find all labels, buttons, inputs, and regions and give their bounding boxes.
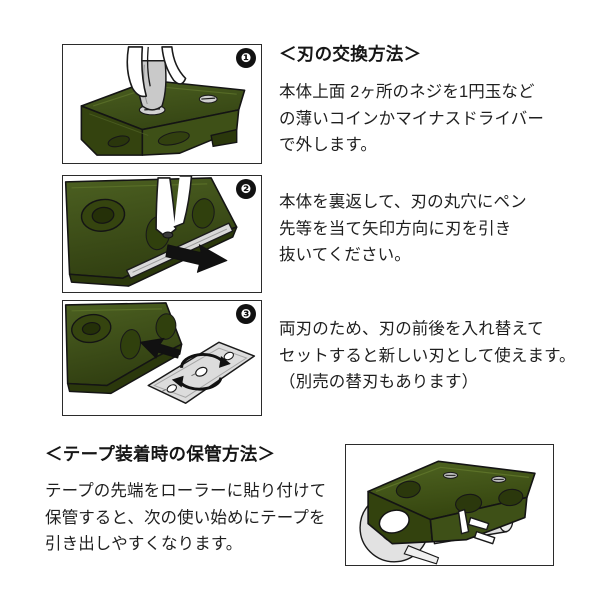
step-1-body-text: 本体上面 2ヶ所のネジを1円玉など の薄いコインかマイナスドライバー で外します… <box>279 83 544 155</box>
step-2-body-text: 本体を裏返して、刃の丸穴にペン 先等を当て矢印方向に刃を引き 抜いてください。 <box>279 193 527 265</box>
storage-body-text: テープの先端をローラーに貼り付けて 保管すると、次の使い始めにテープを 引き出し… <box>45 482 327 554</box>
storage-method-heading: ＜テープ装着時の保管方法＞ <box>45 444 276 464</box>
storage-illustration-panel <box>345 444 554 566</box>
step-row-3: ❸ 両刃のため、刃の前後を入れ替えて セットすると新しい刃として使えます。 （別… <box>0 300 604 416</box>
double-edged-blade-flip-rotation-icon <box>64 302 256 404</box>
step-1-text-block: ＜刃の交換方法＞ 本体上面 2ヶ所のネジを1円玉など の薄いコインかマイナスドラ… <box>279 44 601 159</box>
storage-section: ＜テープ装着時の保管方法＞ テープの先端をローラーに貼り付けて 保管すると、次の… <box>0 440 604 580</box>
step-2-illustration-panel <box>62 175 262 293</box>
step-3-body-text: 両刃のため、刃の前後を入れ替えて セットすると新しい刃として使えます。 （別売の… <box>279 320 576 392</box>
pen-pushing-blade-out-with-arrow-icon <box>64 176 238 287</box>
step-row-1: ❶ ＜刃の交換方法＞ 本体上面 2ヶ所のネジを1円玉など の薄いコインかマイナス… <box>0 44 604 164</box>
storage-text-block: ＜テープ装着時の保管方法＞ テープの先端をローラーに貼り付けて 保管すると、次の… <box>45 444 345 558</box>
step-row-2: ❷ 本体を裏返して、刃の丸穴にペン 先等を当て矢印方向に刃を引き 抜いてください… <box>0 175 604 293</box>
coin-unscrewing-top-of-dispenser-icon <box>80 46 246 156</box>
tape-end-attached-to-roller-icon <box>359 460 536 565</box>
step-3-illustration-panel <box>62 300 262 416</box>
step-2-text-block: 本体を裏返して、刃の丸穴にペン 先等を当て矢印方向に刃を引き 抜いてください。 <box>279 189 601 269</box>
blade-replacement-heading: ＜刃の交換方法＞ <box>279 44 422 64</box>
step-number-badge-1: ❶ <box>236 48 256 68</box>
step-3-text-block: 両刃のため、刃の前後を入れ替えて セットすると新しい刃として使えます。 （別売の… <box>279 316 601 396</box>
step-number-badge-2: ❷ <box>236 179 256 199</box>
step-number-badge-3: ❸ <box>236 304 256 324</box>
step-1-illustration-panel <box>62 44 262 164</box>
